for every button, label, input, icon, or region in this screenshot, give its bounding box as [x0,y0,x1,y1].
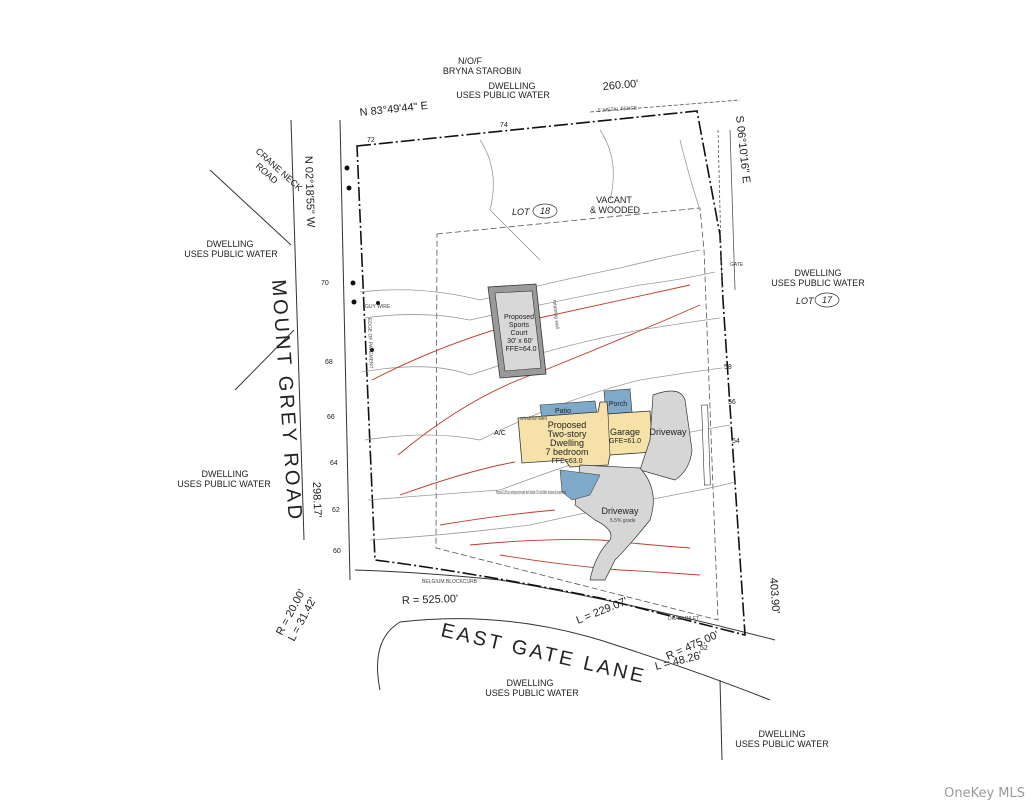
onekey-mls-watermark: OneKey MLS [944,786,1025,801]
vacant-label: VACANT [596,195,632,205]
propane-tank-note: Proposed 1,000 gal. underground propane … [496,490,566,496]
lot-18-ellipse [532,203,558,219]
sports-label-5: FFE=64.0 [506,346,537,353]
garage-divider [607,413,611,456]
sw-water-label: USES PUBLIC WATER [177,479,271,489]
drain-inlet-label: DRAIN INLET [668,616,699,622]
east-dwelling-label: DWELLING [794,268,841,278]
contour-label: 60 [333,548,341,555]
crane-neck-road-edge [234,329,295,391]
garage-elevation: GFE=61.0 [609,438,641,445]
north-length: 260.00' [602,78,639,93]
dwelling-labels: Proposed Two-story Dwelling 7 bedroom FF… [545,420,588,465]
grade-label: 5.5% grade [610,518,636,524]
window-well [559,469,601,501]
metal-fence-label: 5' METAL FENCE [598,105,639,114]
house-label-4: 7 bedroom [545,447,588,457]
contour-label: 54 [732,438,740,445]
east-water-label: USES PUBLIC WATER [771,278,865,288]
gate-label: GATE [730,262,744,268]
contour-label: 74 [500,122,508,129]
sports-court-labels: Proposed Sports Court 30' x 60' FFE=64.0 [504,314,537,353]
west-water-label: USES PUBLIC WATER [184,249,278,259]
house-label-5: FFE=63.0 [552,458,583,465]
building-envelope [435,207,719,621]
west-bearing: N 02°18'55" W [302,156,317,229]
lot-17-ellipse [814,292,840,308]
porch-label: Porch [609,401,627,408]
window-well-label: window well [520,416,547,422]
sports-label-4: 30' x 60' [507,338,533,345]
patio-label: Patio [555,408,571,415]
mount-grey-road-edge [290,119,305,541]
driveway-south [574,464,654,581]
contour-label: 52 [700,645,708,652]
se-dwelling-label: DWELLING [758,729,805,739]
contour-label: 62 [332,507,340,514]
crane-neck-road-name: CRANE NECK ROAD [254,146,305,193]
driveway-north-label: Driveway [649,427,687,437]
contour-numbers: 72 74 70 68 66 64 62 60 58 56 54 52 [321,122,740,652]
fence-line [717,129,723,291]
utility-poles [344,165,380,352]
property-boundary [356,110,746,637]
sports-label-3: Court [510,330,527,337]
lot-18-label: LOT [512,207,531,217]
sports-label-1: Proposed [504,314,534,321]
sports-court [487,283,547,379]
lot-17-number: 17 [822,295,833,305]
lot-17-label: LOT [796,296,815,306]
north-owner-name: BRYNA STAROBIN [443,66,521,76]
east-gate-lane-edge [377,618,771,701]
north-water-label: USES PUBLIC WATER [456,90,550,100]
se-water-label: USES PUBLIC WATER [735,739,829,749]
driveway-south-label: Driveway [601,506,639,516]
contour-label: 56 [728,399,736,406]
east-length: 403.90' [767,577,781,614]
garage-label: Garage [610,427,640,437]
contour-label: 64 [330,460,338,467]
metal-fence-line [589,99,741,113]
existing-contours [359,129,736,541]
road-edge [719,679,723,761]
curve2-length: L = 229.07' [575,595,630,626]
wooded-label: & WOODED [590,205,641,215]
crane-neck-road-edge [209,169,292,246]
fence-line [729,129,736,291]
guy-wire-label: GUY WIRE [365,304,391,310]
driveway-north [639,390,693,481]
ac-label: A/C [494,430,506,437]
contour-label: 66 [327,414,335,421]
north-dwelling-label: DWELLING [488,81,535,91]
edge-of-pavement-label: EDGE OF PAVEMENT [366,318,374,369]
contour-label: 70 [321,280,329,287]
north-bearing: N 83°49'44" E [359,100,428,119]
east-bearing: S 06°10'16" E [733,115,752,184]
contour-label: 68 [325,359,333,366]
south-dwelling-label: DWELLING [506,678,553,688]
house-label-3: Dwelling [550,438,584,448]
mount-grey-road-edge [339,119,351,581]
contour-label: 72 [367,137,375,144]
house-label-1: Proposed [548,420,587,430]
west-dwelling-label: DWELLING [206,239,253,249]
south-water-label: USES PUBLIC WATER [485,688,579,698]
retaining-wall-label: retaining wall [551,300,560,330]
north-owner-label: N/O/F [458,56,483,66]
sw-dwelling-label: DWELLING [201,469,248,479]
sports-label-2: Sports [509,322,530,329]
contour-label: 58 [724,364,732,371]
retaining-wall [701,404,711,486]
west-length: 298.17' [310,482,323,518]
curve2-radius: R = 525.00' [402,593,459,607]
belgium-curb-label: BELGIUM BLOCKCURB [422,579,478,585]
lot-18-number: 18 [540,206,550,216]
house-label-2: Two-story [547,429,587,439]
